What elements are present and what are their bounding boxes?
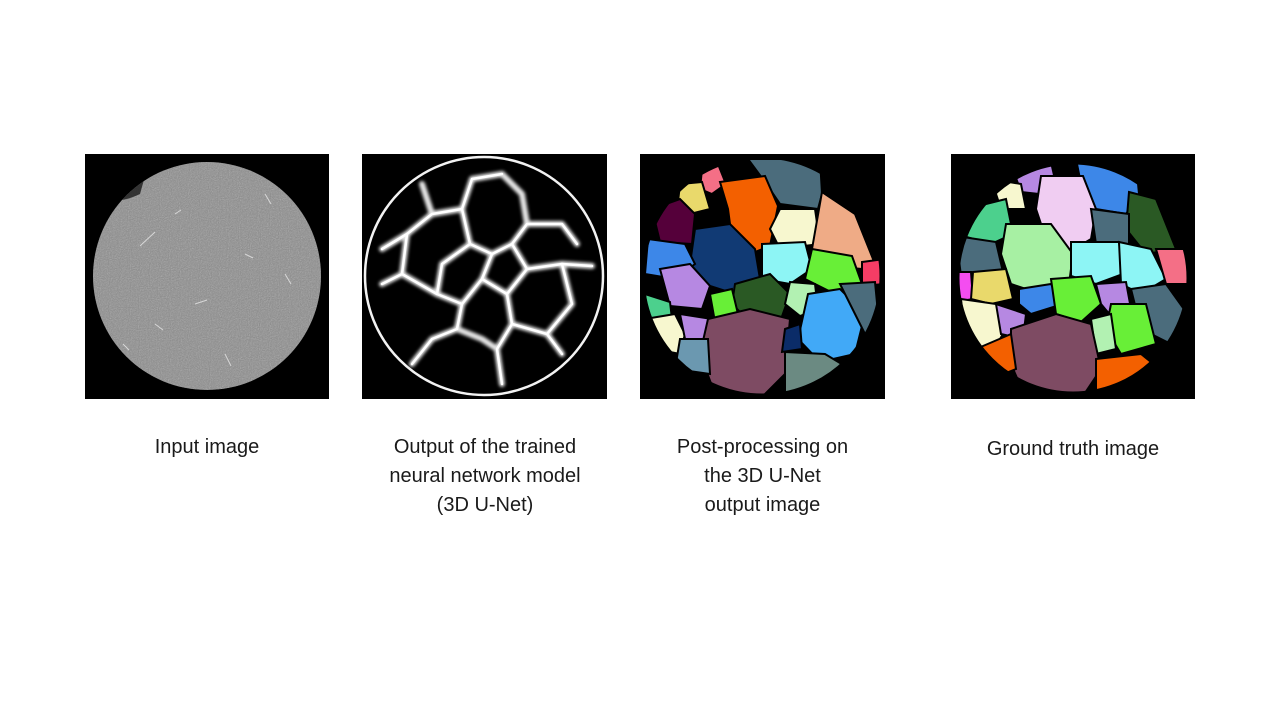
- post-processing-image: [640, 154, 885, 399]
- unet-output-panel: [362, 154, 607, 399]
- post-processing-caption: Post-processing on the 3D U-Net output i…: [676, 436, 849, 516]
- ground-truth-image: [951, 154, 1195, 399]
- ground-truth-caption: Ground truth image: [986, 438, 1160, 460]
- grain-region: [761, 240, 814, 286]
- grain-region: [838, 280, 880, 335]
- grain-region: [780, 322, 804, 354]
- grain-region: [1070, 241, 1125, 286]
- input-image-panel: [85, 154, 329, 399]
- grain-region: [658, 262, 712, 311]
- input-image-caption: Input image: [154, 436, 260, 458]
- grain-region: [1049, 274, 1103, 324]
- unet-output-caption: Output of the trained neural network mod…: [389, 436, 581, 516]
- post-processing-panel: [640, 154, 885, 399]
- unet-output-image: [362, 154, 607, 399]
- ground-truth-panel: [951, 154, 1195, 399]
- input-image: [85, 154, 329, 399]
- grain-region: [969, 267, 1015, 306]
- grain-region: [1089, 207, 1130, 245]
